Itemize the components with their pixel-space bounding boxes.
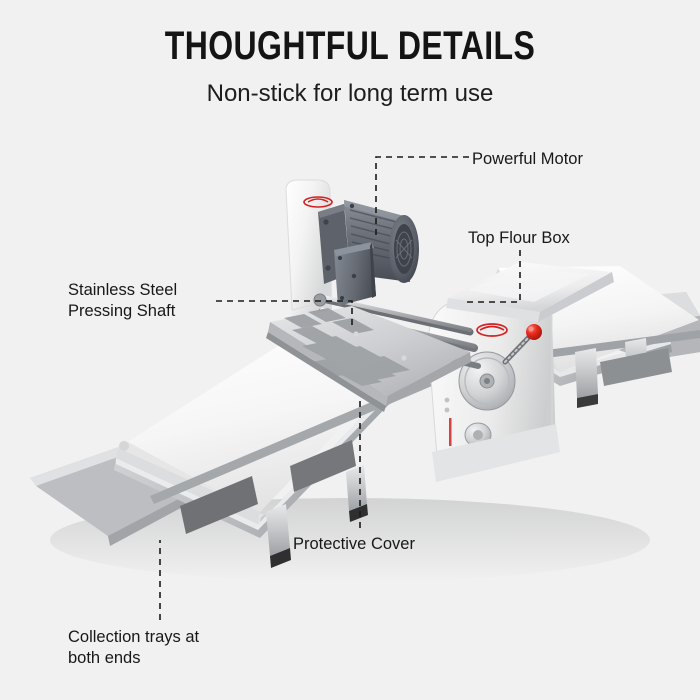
motor-fan-cowl	[389, 215, 419, 283]
leader-top-flour-box	[462, 250, 521, 303]
brand-logo-left	[303, 196, 333, 208]
callout-label-top-flour-box: Top Flour Box	[468, 229, 570, 247]
cover-slots	[284, 308, 410, 386]
callout-label-protective-cover: Protective Cover	[293, 535, 415, 553]
left-conveyor	[30, 332, 432, 568]
motor	[318, 200, 419, 306]
right-chute	[600, 348, 672, 386]
support-legs	[266, 465, 368, 568]
scale-indicator	[449, 418, 452, 446]
page-title: THOUGHTFUL DETAILS	[164, 24, 536, 68]
top-flour-box	[446, 262, 614, 322]
leader-pressing-shaft	[216, 300, 353, 330]
left-guide-bar	[150, 378, 432, 504]
machine-body	[285, 179, 560, 482]
callout-label-stainless-steel-pressing-shaft: Stainless Steel Pressing Shaft	[68, 281, 178, 320]
brand-logo-right	[476, 323, 508, 337]
protective-cover	[266, 306, 471, 412]
right-support-bracket	[575, 348, 598, 398]
callout-label-powerful-motor: Powerful Motor	[472, 150, 583, 168]
underbelt-panel	[180, 476, 258, 534]
red-ball-lever[interactable]	[502, 324, 542, 365]
motor-junction-box[interactable]	[334, 242, 376, 306]
leader-powerful-motor	[375, 156, 470, 235]
leader-lines	[159, 156, 521, 620]
callout-label-collection-trays: Collection trays at both ends	[68, 628, 200, 667]
base-pedestal	[432, 424, 560, 482]
underbelt-panel-2	[290, 440, 356, 492]
page-subtitle: Non-stick for long term use	[206, 80, 494, 107]
